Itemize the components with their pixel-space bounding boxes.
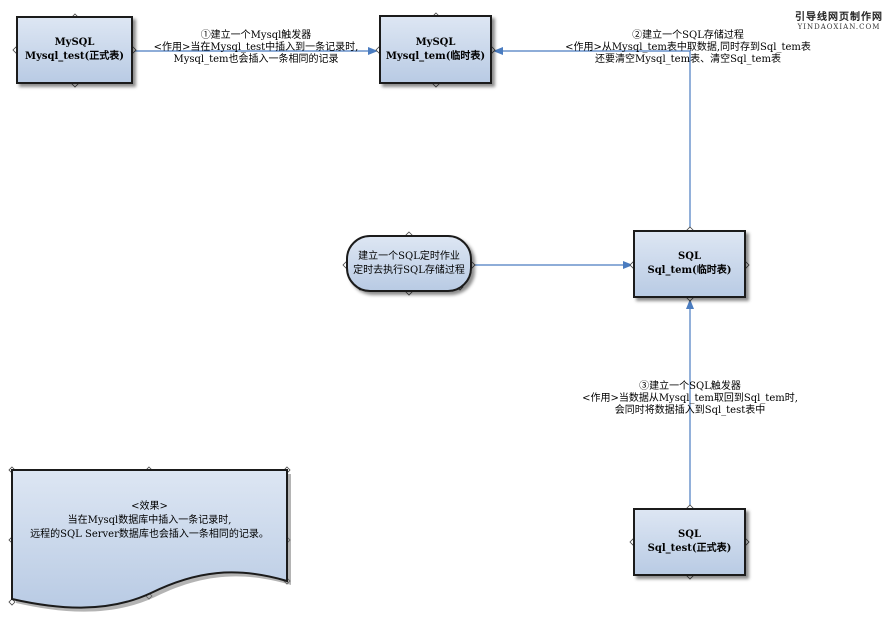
- watermark-line2: YINDAOXIAN.COM: [797, 23, 881, 31]
- effect-document-shape: [11, 469, 291, 612]
- effect-document-heading: <效果>: [131, 501, 168, 512]
- node-sql-tem-title: SQL: [678, 251, 701, 262]
- node-sql-test-subtitle: Sql_test(正式表): [647, 543, 732, 554]
- watermark-line1: 引导线网页制作网: [795, 12, 883, 23]
- annotation-step2: ②建立一个SQL存储过程 <作用>从Mysql_tem表中取数据,同时存到Sql…: [548, 30, 828, 66]
- annotation-step3-desc2: 会同时将数据插入到Sql_test表中: [614, 405, 766, 416]
- annotation-step2-title: ②建立一个SQL存储过程: [632, 30, 744, 41]
- node-mysql-test[interactable]: MySQL Mysql_test(正式表): [16, 16, 133, 84]
- node-mysql-test-title: MySQL: [54, 37, 95, 48]
- annotation-step2-desc2: 还要清空Mysql_tem表、清空Sql_tem表: [595, 54, 781, 65]
- node-mysql-tem-subtitle: Mysql_tem(临时表): [385, 50, 486, 62]
- arrow-sql-tem-to-mysql-tem: [493, 47, 691, 230]
- effect-document-line1: 当在Mysql数据库中插入一条记录时,: [67, 515, 232, 526]
- effect-document-line2: 远程的SQL Server数据库也会插入一条相同的记录。: [30, 529, 269, 540]
- watermark-logo: 引导线网页制作网 YINDAOXIAN.COM: [795, 8, 883, 31]
- annotation-step3-title: ③建立一个SQL触发器: [639, 381, 741, 392]
- node-sql-job-line2: 定时去执行SQL存储过程: [353, 264, 465, 276]
- node-mysql-tem[interactable]: MySQL Mysql_tem(临时表): [379, 15, 492, 84]
- annotation-step3-desc: <作用>当数据从Mysql_tem取回到Sql_tem时,: [582, 393, 798, 404]
- node-sql-test-title: SQL: [678, 529, 701, 540]
- effect-document[interactable]: <效果> 当在Mysql数据库中插入一条记录时, 远程的SQL Server数据…: [12, 500, 287, 542]
- node-sql-job-line1: 建立一个SQL定时作业: [358, 250, 460, 262]
- annotation-step1-desc2: Mysql_tem也会插入一条相同的记录: [173, 54, 339, 65]
- annotation-step1-desc: <作用>当在Mysql_test中插入到一条记录时,: [153, 42, 359, 53]
- node-sql-job[interactable]: 建立一个SQL定时作业 定时去执行SQL存储过程: [346, 235, 472, 292]
- node-sql-tem-subtitle: Sql_tem(临时表): [647, 265, 732, 276]
- annotation-step2-desc: <作用>从Mysql_tem表中取数据,同时存到Sql_tem表: [565, 42, 811, 53]
- node-mysql-test-subtitle: Mysql_test(正式表): [25, 51, 124, 62]
- annotation-step3: ③建立一个SQL触发器 <作用>当数据从Mysql_tem取回到Sql_tem时…: [567, 381, 813, 417]
- node-sql-test[interactable]: SQL Sql_test(正式表): [633, 508, 746, 576]
- annotation-step1: ①建立一个Mysql触发器 <作用>当在Mysql_test中插入到一条记录时,…: [142, 30, 370, 66]
- node-mysql-tem-title: MySQL: [415, 36, 456, 48]
- annotation-step1-title: ①建立一个Mysql触发器: [200, 30, 312, 41]
- node-sql-tem[interactable]: SQL Sql_tem(临时表): [633, 230, 746, 298]
